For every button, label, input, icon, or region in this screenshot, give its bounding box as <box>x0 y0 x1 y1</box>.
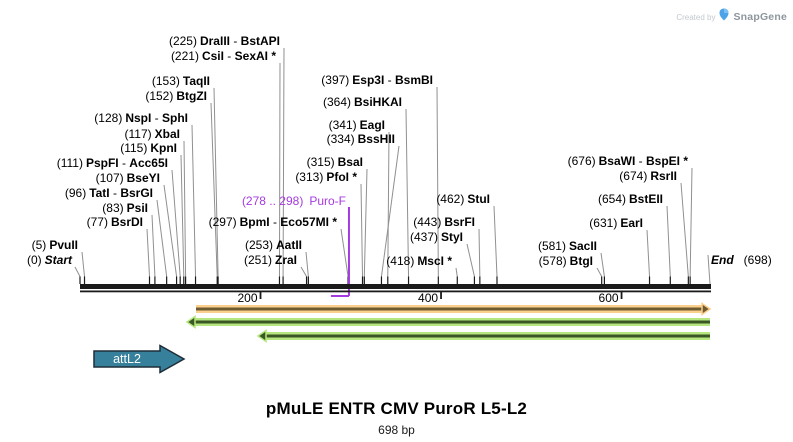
enzyme-label: (676)BsaWI - BspEI * <box>567 154 688 168</box>
enzyme-label: (251)ZraI <box>243 253 297 267</box>
watermark-brand-text: SnapGene <box>733 11 787 23</box>
ruler-number: 600 <box>598 291 619 305</box>
attl2-feature-label: attL2 <box>113 352 141 366</box>
enzyme-label: (253)AatII <box>244 238 302 252</box>
enzyme-label: (674)RsrII <box>619 169 677 183</box>
enzyme-label: (128)NspI - SphI <box>94 111 188 125</box>
enzyme-label: (654)BstEII <box>597 192 663 206</box>
snapgene-logo-icon <box>719 8 729 26</box>
enzyme-label: (107)BseYI <box>95 171 160 185</box>
enzyme-label: (334)BssHII <box>326 132 395 146</box>
enzyme-label: (225)DraIII - BstAPI <box>168 34 280 48</box>
enzyme-label: (77)BsrDI <box>86 215 143 229</box>
map-start-label: (0)Start <box>26 253 72 267</box>
primer-label: (278 .. 298)Puro-F <box>241 194 346 208</box>
enzyme-label: (631)EarI <box>589 216 643 230</box>
enzyme-label: (313)PfoI * <box>295 170 357 184</box>
enzyme-label: (341)EagI <box>328 118 385 132</box>
enzyme-label: (5)PvuII <box>31 238 78 252</box>
watermark: Created by SnapGene <box>676 8 787 26</box>
enzyme-label: (418)MscI * <box>386 254 452 268</box>
enzyme-label: (115)KpnI <box>120 141 177 155</box>
enzyme-label: (443)BsrFI <box>413 215 475 229</box>
enzyme-label: (152)BtgZI <box>145 89 207 103</box>
map-end-label: End(698) <box>711 253 772 267</box>
enzyme-label: (462)StuI <box>436 192 490 206</box>
enzyme-label: (364)BsiHKAI <box>322 95 402 109</box>
enzyme-label: (117)XbaI <box>124 127 180 141</box>
enzyme-label: (96)TatI - BsrGI <box>64 186 153 200</box>
ruler-number: 400 <box>418 291 439 305</box>
enzyme-label: (111)PspFI - Acc65I <box>56 156 168 170</box>
enzyme-label: (221)CsiI - SexAI * <box>170 49 276 63</box>
title-block: pMuLE ENTR CMV PuroR L5-L2 698 bp <box>0 399 793 437</box>
enzyme-label: (153)TaqII <box>151 74 210 88</box>
enzyme-label: (297)BpmI - Eco57MI * <box>208 215 337 229</box>
plasmid-length: 698 bp <box>378 423 415 437</box>
ruler-number: 200 <box>237 291 258 305</box>
enzyme-label: (437)StyI <box>409 230 463 244</box>
enzyme-label: (315)BsaI <box>306 155 363 169</box>
watermark-created-by-text: Created by <box>676 12 716 22</box>
enzyme-label: (578)BtgI <box>538 254 593 268</box>
enzyme-label: (581)SacII <box>537 239 597 253</box>
enzyme-label: (83)PsiI <box>102 201 148 215</box>
plasmid-title: pMuLE ENTR CMV PuroR L5-L2 <box>265 399 528 418</box>
enzyme-label: (397)Esp3I - BsmBI <box>321 73 433 87</box>
